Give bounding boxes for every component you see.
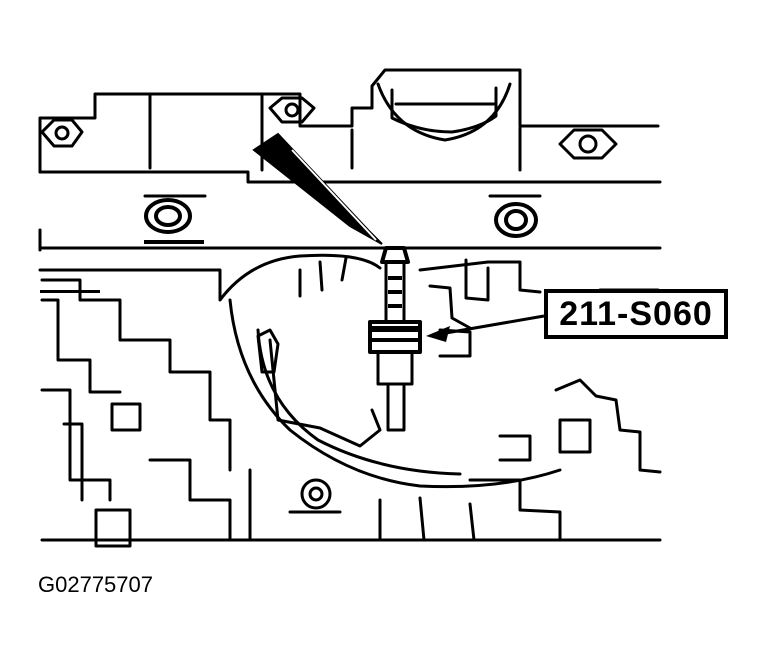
valve-stack <box>368 246 422 432</box>
hatching <box>40 240 418 342</box>
left-components <box>40 278 232 472</box>
plug-left <box>144 198 192 234</box>
bolt-center-top <box>268 96 316 124</box>
tool-callout-label: 211-S060 <box>544 289 728 339</box>
callout-leader-line <box>426 314 545 342</box>
bolt-right-top <box>558 128 618 160</box>
pointer-arrow-icon <box>252 132 383 245</box>
bolt-left-top <box>40 118 84 148</box>
upper-housing-outline <box>38 68 660 174</box>
bolt-bottom-center <box>300 478 332 510</box>
figure-id: G02775707 <box>38 572 153 597</box>
plug-right <box>494 202 538 238</box>
right-components <box>554 378 662 474</box>
